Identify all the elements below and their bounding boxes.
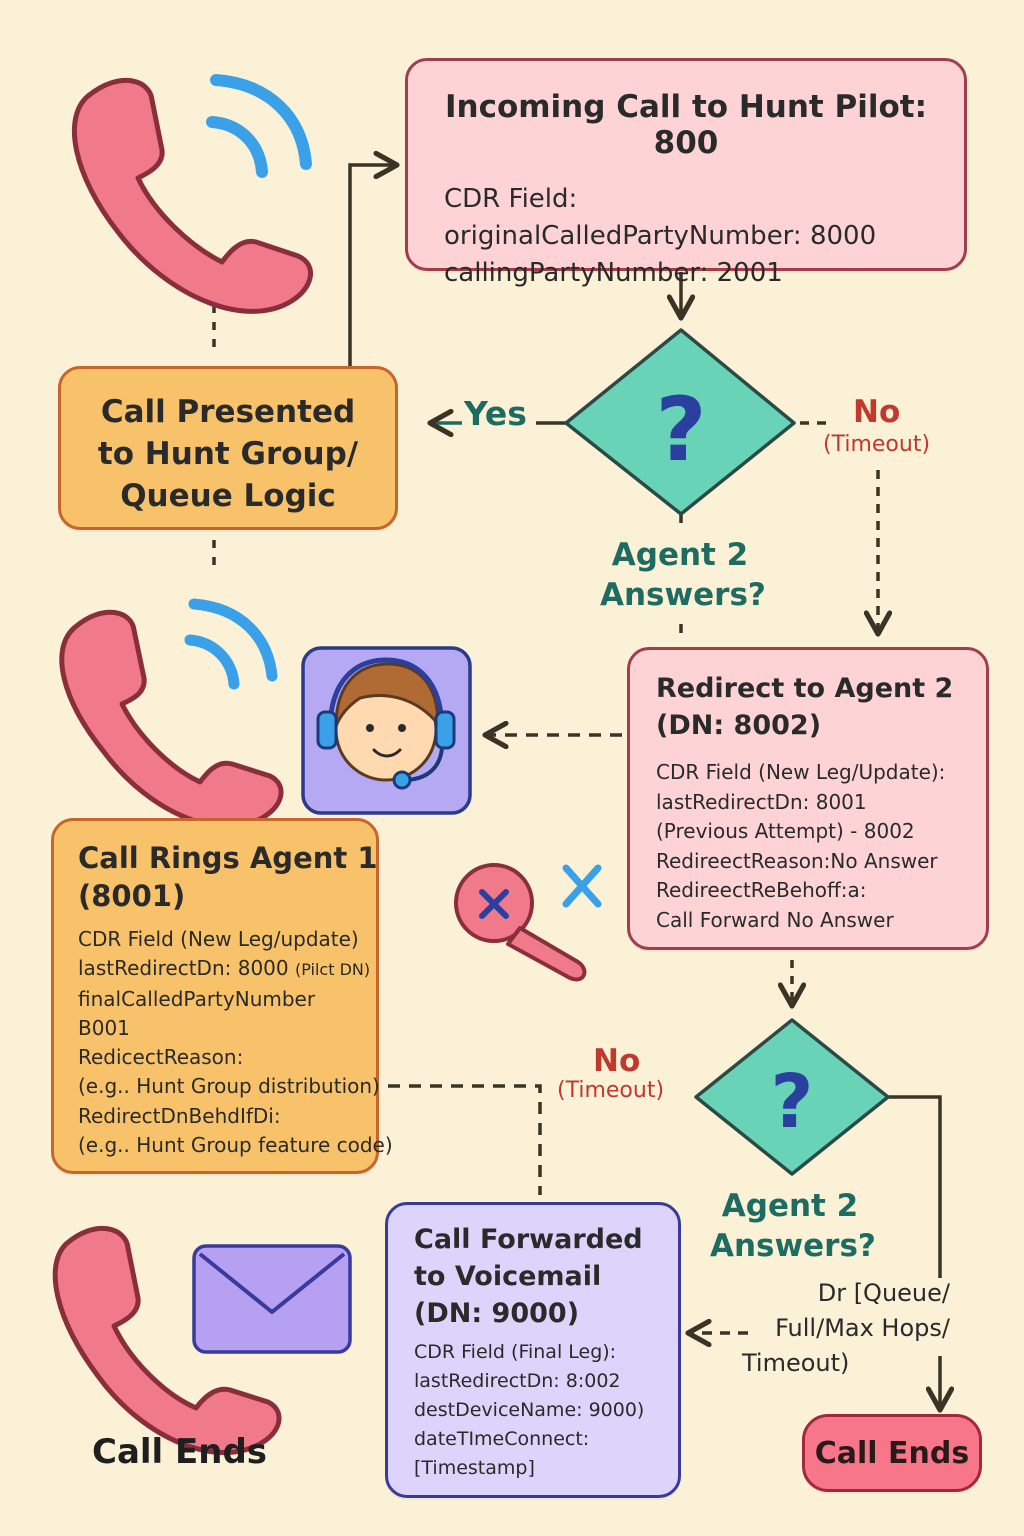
redirect-agent2-box: Redirect to Agent 2 (DN: 8002) CDR Field… [627,647,989,950]
question-mark-icon: ? [655,378,706,481]
rings-field: (e.g.. Hunt Group feature code) [78,1133,393,1158]
incoming-field: originalCalledPartyNumber: 8000 [444,221,877,251]
side-text-line: Full/Max Hops/ [775,1314,950,1342]
arrow-rings-to-voicemail [388,1084,542,1195]
phone-icon [52,1225,282,1456]
phone-ringing-icon [72,74,313,314]
voicemail-field: destDeviceName: 9000) [414,1399,645,1421]
redirect-field: CDR Field (New Leg/Update): [656,760,946,784]
voicemail-title: to Voicemail [414,1261,602,1292]
voicemail-field: [Timestamp] [414,1457,535,1479]
incoming-title: Incoming Call to Hunt Pilot: 800 [444,89,928,161]
presented-line: to Hunt Group/ [97,436,359,472]
redirect-field: lastRedirectDn: 8001 [656,789,867,814]
voicemail-field: dateTImeConnect: [414,1428,590,1450]
redirect-field: RedireectReason:No Answer [656,848,938,873]
decision1-question-line: Agent 2 [611,537,749,573]
rings-field-small: (Pilct DN) [294,960,371,980]
rings-title: (8001) [78,879,186,913]
call-rings-agent1-box: Call Rings Agent 1 (8001) CDR Field (New… [51,818,393,1174]
missed-call-icon [454,863,602,982]
envelope-icon [192,1244,352,1354]
side-text-line: Timeout) [742,1349,850,1377]
redirect-title: Redirect to Agent 2 [656,673,954,704]
presented-line: Queue Logic [120,478,336,514]
rings-field: CDR Field (New Leg/update) [78,927,359,951]
voicemail-field: lastRedirectDn: 8:002 [414,1370,621,1392]
arrow-decision2-to-end [888,1095,940,1410]
voicemail-title: (DN: 9000) [414,1298,580,1329]
decision1-question-line: Answers? [600,577,766,613]
rings-field: RedicectReason: [78,1045,244,1070]
no2-sub-label: (Timeout) [557,1078,665,1103]
question-mark-icon: ? [771,1059,814,1145]
decision2-question: Agent 2 Answers? [710,1186,876,1266]
no2-label: No [593,1043,641,1079]
arrow-no-to-redirect [800,421,878,634]
phone-ringing-icon [59,598,284,830]
rings-field: B001 [78,1015,130,1040]
redirect-field: RedireectReBehoff:a: [656,878,867,902]
presented-line: Call Presented [100,394,356,430]
decision2-question-line: Answers? [710,1228,876,1264]
call-ends-pill: Call Ends [802,1414,982,1492]
voicemail-field: CDR Field (Final Leg): [414,1341,617,1363]
redirect-field: Call Forward No Answer [656,907,894,932]
side-text-line: Dr [Queue/ [817,1279,950,1307]
decision1-diamond: ? [564,328,796,516]
rings-field: lastRedirectDn: 8000 (Pilct DN) [78,954,370,984]
no-sub-label: (Timeout) [823,432,931,457]
rings-title: Call Rings Agent 1 [78,841,378,875]
call-ends-left: Call Ends [92,1432,268,1472]
rings-field: finalCalledPartyNumber [78,986,316,1011]
decision2-side-text: Dr [Queue/ Full/Max Hops/ Timeout) [740,1276,950,1381]
incoming-field: callingPartyNumber: 2001 [444,258,783,288]
rings-field-main: lastRedirectDn: 8000 [78,956,295,981]
call-presented-box: Call Presented to Hunt Group/ Queue Logi… [58,366,398,530]
voicemail-box: Call Forwarded to Voicemail (DN: 9000) C… [385,1202,681,1498]
arrow-presented-to-incoming [348,165,397,366]
decision2-question-line: Agent 2 [721,1188,859,1224]
rings-field: RedirectDnBehdIfDi: [78,1103,281,1128]
redirect-field: (Previous Attempt) - 8002 [656,819,915,843]
yes-label: Yes [464,394,527,433]
incoming-call-box: Incoming Call to Hunt Pilot: 800 CDR Fie… [405,58,967,288]
incoming-field: CDR Field: [444,184,578,214]
decision1-question: Agent 2 Answers? [600,535,766,615]
rings-field: (e.g.. Hunt Group distribution) [78,1074,380,1099]
agent-headset-icon [301,646,472,815]
call-ends-right: Call Ends [814,1435,970,1471]
no-label: No [853,394,901,430]
decision2-diamond: ? [694,1018,890,1176]
voicemail-title: Call Forwarded [414,1224,643,1255]
redirect-title: (DN: 8002) [656,710,822,741]
